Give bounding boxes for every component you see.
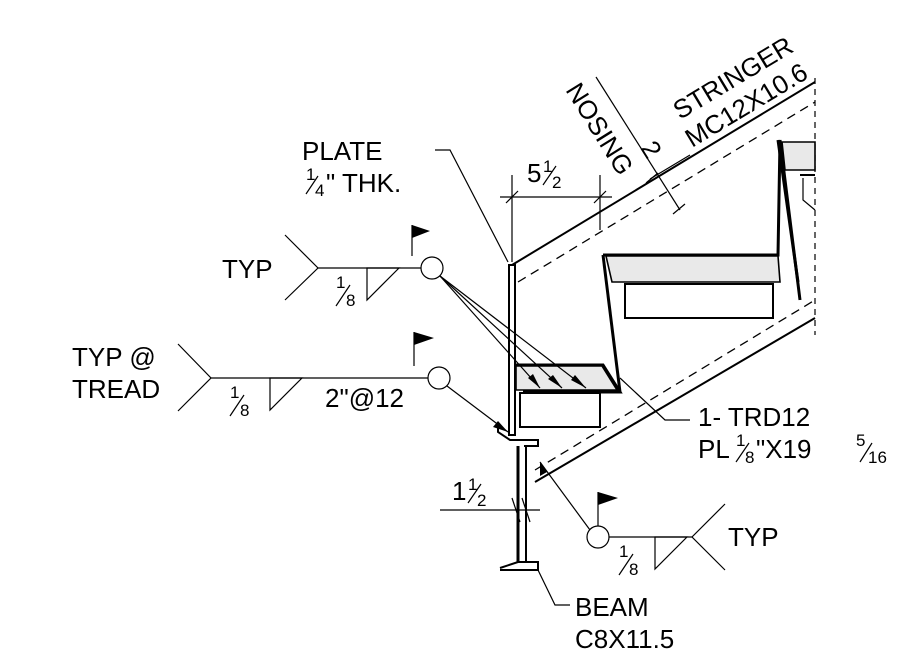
nosing-dim-value: 2 — [635, 135, 668, 163]
tread-pl-num2: 5 — [856, 431, 865, 450]
weld-tread-frac-bar — [229, 394, 245, 417]
stringer-top-flange-dashed — [517, 101, 816, 283]
weld-symbol-tread: TYP @ TREAD 1 8 2"@12 — [72, 332, 509, 433]
stringer — [511, 78, 816, 483]
beam-callout: BEAM C8X11.5 — [537, 569, 674, 654]
nosing-tick-1 — [645, 172, 659, 184]
beam-top-flange — [497, 428, 516, 441]
upper-riser — [776, 139, 800, 283]
tread-pl: PL — [698, 434, 730, 464]
tread-pl-den: 8 — [745, 448, 754, 467]
end-plate — [508, 264, 516, 436]
beam-leader — [537, 569, 570, 606]
weld-tread-typ-line1: TYP @ — [72, 342, 156, 372]
plate-leader — [435, 149, 509, 263]
nosing-tick-2 — [672, 203, 686, 215]
weld-top-arrow-3 — [439, 275, 587, 389]
dim-5-den: 2 — [552, 173, 561, 192]
beam-top-flange-tip — [516, 439, 539, 447]
beam-channel — [497, 428, 539, 571]
middle-tread-concrete — [604, 255, 781, 283]
dim-1-frac-bar — [467, 483, 482, 504]
weld-top-num: 1 — [336, 273, 345, 292]
beam-bottom-flange — [499, 561, 539, 571]
tread-pl-num: 1 — [736, 431, 745, 450]
weld-bottom-all-around-circle — [586, 525, 610, 549]
weld-tread-typ-line2: TREAD — [72, 374, 160, 404]
weld-tread-pitch: 2"@12 — [325, 383, 404, 413]
weld-top-arrowhead-2 — [548, 375, 562, 388]
weld-symbol-top: TYP 1 8 — [222, 225, 587, 389]
upper-tread-angle-leg — [802, 178, 816, 211]
weld-bottom-frac-bar — [618, 553, 634, 576]
weld-top-den: 8 — [346, 291, 355, 310]
weld-top-arrowhead-3 — [571, 375, 586, 388]
dim-1-whole: 1 — [452, 476, 466, 506]
nosing-ext-line — [649, 154, 691, 180]
stringer-bottom-flange-dashed — [534, 299, 816, 471]
weld-top-tail — [284, 234, 319, 301]
weld-tread-fillet-symbol — [269, 377, 304, 412]
weld-bottom-num: 1 — [619, 542, 628, 561]
weld-top-arrow-2 — [439, 275, 563, 389]
tread-leader — [619, 377, 690, 421]
dim-1-den: 2 — [477, 491, 486, 510]
weld-tread-num: 1 — [230, 383, 239, 402]
tread-pl-frac-bar2 — [859, 442, 873, 463]
dim-1-num: 1 — [468, 475, 477, 494]
dim-1-tick-left — [511, 497, 521, 523]
tread-callout-line1: 1- TRD12 — [698, 402, 810, 432]
upper-tread-concrete — [781, 141, 816, 171]
weld-bottom-arrow — [539, 461, 591, 531]
nosing-dim-line — [595, 76, 681, 211]
weld-symbol-bottom: 1 8 TYP — [539, 461, 779, 579]
tread-pl-den2: 16 — [868, 448, 887, 467]
weld-tread-all-around-circle — [427, 366, 451, 390]
weld-top-all-around-circle — [420, 256, 444, 280]
lower-tread-angle — [519, 392, 601, 428]
weld-top-fillet-symbol — [366, 267, 401, 302]
weld-tread-den: 8 — [240, 401, 249, 420]
beam-label: BEAM — [575, 592, 649, 622]
plate-label: PLATE — [302, 136, 382, 166]
plate-thk-rest: " THK. — [326, 168, 401, 198]
dim-1-tick-right — [521, 497, 531, 523]
dim-5-tick-right — [593, 190, 607, 204]
nosing-label: NOSING — [560, 77, 640, 180]
dim-5-whole: 5 — [527, 158, 541, 188]
stringer-top-edge — [511, 81, 816, 266]
weld-top-field-flag — [412, 225, 430, 238]
weld-top-arrow-1 — [439, 275, 541, 389]
beam-size-label: C8X11.5 — [575, 624, 674, 654]
end-plate-body — [508, 264, 516, 436]
weld-tread-field-flag — [414, 332, 434, 345]
weld-bottom-tail — [691, 503, 726, 571]
tread-pl-frac-bar — [735, 442, 750, 463]
dim-5-num: 1 — [543, 157, 552, 176]
weld-top-frac-bar — [335, 284, 351, 307]
dim-5-frac-bar — [542, 165, 557, 186]
dimension-1-half: 1 1 2 — [440, 475, 540, 523]
weld-tread-arrowhead — [493, 421, 508, 432]
plate-thk-den: 4 — [315, 181, 324, 200]
middle-tread-angle — [624, 283, 774, 319]
lower-riser — [601, 254, 622, 393]
plate-thk-frac-bar — [305, 175, 319, 195]
weld-bottom-typ: TYP — [728, 522, 779, 552]
weld-bottom-arrowhead — [540, 462, 547, 476]
weld-top-typ: TYP — [222, 254, 273, 284]
plate-callout: PLATE 1 4 " THK. — [302, 136, 509, 263]
tread-callout: 1- TRD12 PL 1 8 "X19 5 16 — [619, 377, 887, 467]
tread-pl-mid: "X19 — [756, 434, 812, 464]
weld-top-arrowhead-1 — [528, 374, 540, 388]
weld-bottom-field-flag — [598, 492, 618, 505]
weld-tread-tail — [177, 343, 212, 412]
weld-bottom-fillet-symbol — [654, 536, 689, 571]
weld-bottom-den: 8 — [629, 560, 638, 579]
plate-thk-num: 1 — [306, 165, 315, 184]
stringer-bottom-edge — [534, 317, 816, 483]
dim-5-tick-left — [505, 190, 519, 204]
dimension-5-half: 5 1 2 — [500, 157, 612, 262]
